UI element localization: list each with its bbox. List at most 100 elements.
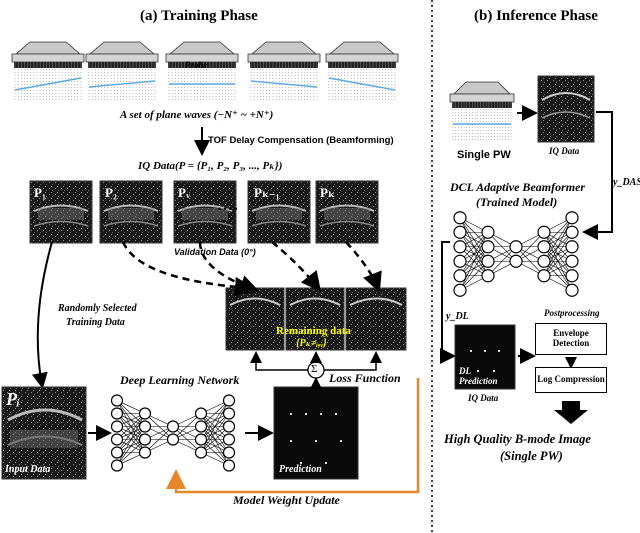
- neuron-4-0: [565, 211, 579, 225]
- neuron-1-3: [138, 446, 152, 459]
- dcl-subtitle: (Trained Model): [476, 195, 558, 209]
- remaining-label: Remaining data: [276, 325, 351, 337]
- dl-prediction-label-2: Prediction: [459, 376, 498, 386]
- inference-iq-image: [537, 75, 595, 143]
- neuron-4-1: [222, 407, 236, 420]
- neuron-1-2: [138, 433, 152, 446]
- neuron-0-2: [453, 240, 467, 254]
- hq-single-pw-label: (Single PW): [500, 449, 563, 463]
- probe-row: [11, 41, 399, 100]
- y-dl-arrow: [440, 241, 456, 364]
- remaining-sub-label: {Pₖ≠ᵢ,ᵥ}: [296, 338, 327, 349]
- frame-label-1: P₁: [34, 185, 46, 200]
- neuron-1-0: [138, 407, 152, 420]
- neuron-0-3: [110, 433, 124, 446]
- iq-frame-1: [29, 180, 93, 244]
- log-compression-box: Log Compression: [535, 367, 607, 393]
- frame-label-2: P₂: [105, 185, 117, 200]
- dl-prediction-label-1: DL: [459, 366, 471, 376]
- iq-frame-2: [99, 180, 163, 244]
- inference-network: [453, 211, 579, 297]
- neuron-0-5: [110, 459, 124, 472]
- plane-waves-label: A set of plane waves (−N⁺ ~ +N⁺): [120, 109, 274, 121]
- neuron-4-0: [222, 394, 236, 407]
- loss-function-label: Loss Function: [329, 371, 401, 385]
- neuron-1-0: [481, 225, 495, 239]
- y-das-label: y_DAS: [613, 177, 640, 188]
- probe-2: [85, 41, 159, 100]
- neuron-3-0: [537, 225, 551, 239]
- probe-3: [165, 41, 239, 100]
- inference-probe: [449, 81, 515, 140]
- inference-title: (b) Inference Phase: [474, 8, 598, 24]
- single-pw-label: Single PW: [457, 149, 511, 161]
- hq-bmode-label: High Quality B-mode Image: [444, 432, 591, 446]
- frames-dots: • • • •: [218, 204, 238, 214]
- weight-update-label: Model Weight Update: [233, 493, 340, 507]
- validation-label: Validation Data (0°): [174, 247, 256, 257]
- frame-label-v: Pᵥ: [178, 185, 190, 200]
- dl-network-label: Deep Learning Network: [120, 373, 240, 387]
- tof-label: TOF Delay Compensation (Beamforming): [208, 135, 394, 146]
- iq-frame-4: [247, 180, 311, 244]
- weight-update-arrow: [166, 378, 420, 494]
- sigma-label: Σ: [311, 363, 318, 375]
- dcl-title: DCL Adaptive Beamformer: [450, 180, 586, 194]
- neuron-4-3: [565, 254, 579, 268]
- prediction-label: Prediction: [279, 464, 322, 475]
- neuron-2-0: [166, 420, 180, 433]
- neuron-0-1: [110, 407, 124, 420]
- neuron-0-3: [453, 254, 467, 268]
- neuron-1-1: [138, 420, 152, 433]
- iq-data-label: IQ Data(P = {P₁, P₂, P₃, ..., Pₖ}): [138, 160, 283, 172]
- neuron-1-1: [481, 240, 495, 254]
- neuron-0-1: [453, 225, 467, 239]
- training-title: (a) Training Phase: [140, 8, 258, 24]
- input-data-label: Input Data: [5, 464, 51, 475]
- inf-iq-data-label: IQ Data: [549, 146, 580, 156]
- neuron-4-1: [565, 225, 579, 239]
- neuron-3-1: [194, 420, 208, 433]
- single-pw-probe: [449, 81, 515, 140]
- neuron-4-5: [222, 459, 236, 472]
- neuron-4-4: [222, 446, 236, 459]
- y-dl-label: y_DL: [446, 311, 469, 322]
- neuron-1-3: [481, 269, 495, 283]
- neuron-0-0: [110, 394, 124, 407]
- neuron-3-0: [194, 407, 208, 420]
- neuron-0-4: [453, 269, 467, 283]
- iq-frame-5: [315, 180, 379, 244]
- neuron-3-3: [194, 446, 208, 459]
- pi-label: Pᵢ: [6, 389, 21, 409]
- output-arrow: [554, 401, 588, 424]
- neuron-4-4: [565, 269, 579, 283]
- frame-label-k: Pₖ: [320, 185, 335, 200]
- iq-frame-3: [173, 180, 237, 244]
- neuron-3-2: [537, 254, 551, 268]
- neuron-3-3: [537, 269, 551, 283]
- iq-frames: [29, 180, 379, 244]
- neuron-0-2: [110, 420, 124, 433]
- neuron-4-5: [565, 283, 579, 297]
- neuron-4-2: [222, 420, 236, 433]
- neuron-3-2: [194, 433, 208, 446]
- probe-1: [11, 41, 85, 100]
- neuron-1-2: [481, 254, 495, 268]
- y-das-arrow: [582, 111, 613, 240]
- neuron-3-1: [537, 240, 551, 254]
- envelope-detection-box: Envelope Detection: [535, 323, 607, 355]
- dashed-arrows: [121, 241, 382, 297]
- neuron-0-4: [110, 446, 124, 459]
- training-network: [110, 394, 236, 472]
- neuron-2-1: [509, 254, 523, 268]
- neuron-4-2: [565, 240, 579, 254]
- frame-label-k-1: Pₖ₋₁: [254, 185, 280, 200]
- postprocessing-label: Postprocessing: [544, 308, 600, 318]
- randomly-label: Randomly Selected: [58, 303, 137, 314]
- neuron-0-0: [453, 211, 467, 225]
- neuron-0-5: [453, 283, 467, 297]
- neuron-4-3: [222, 433, 236, 446]
- probe-5: [325, 41, 399, 100]
